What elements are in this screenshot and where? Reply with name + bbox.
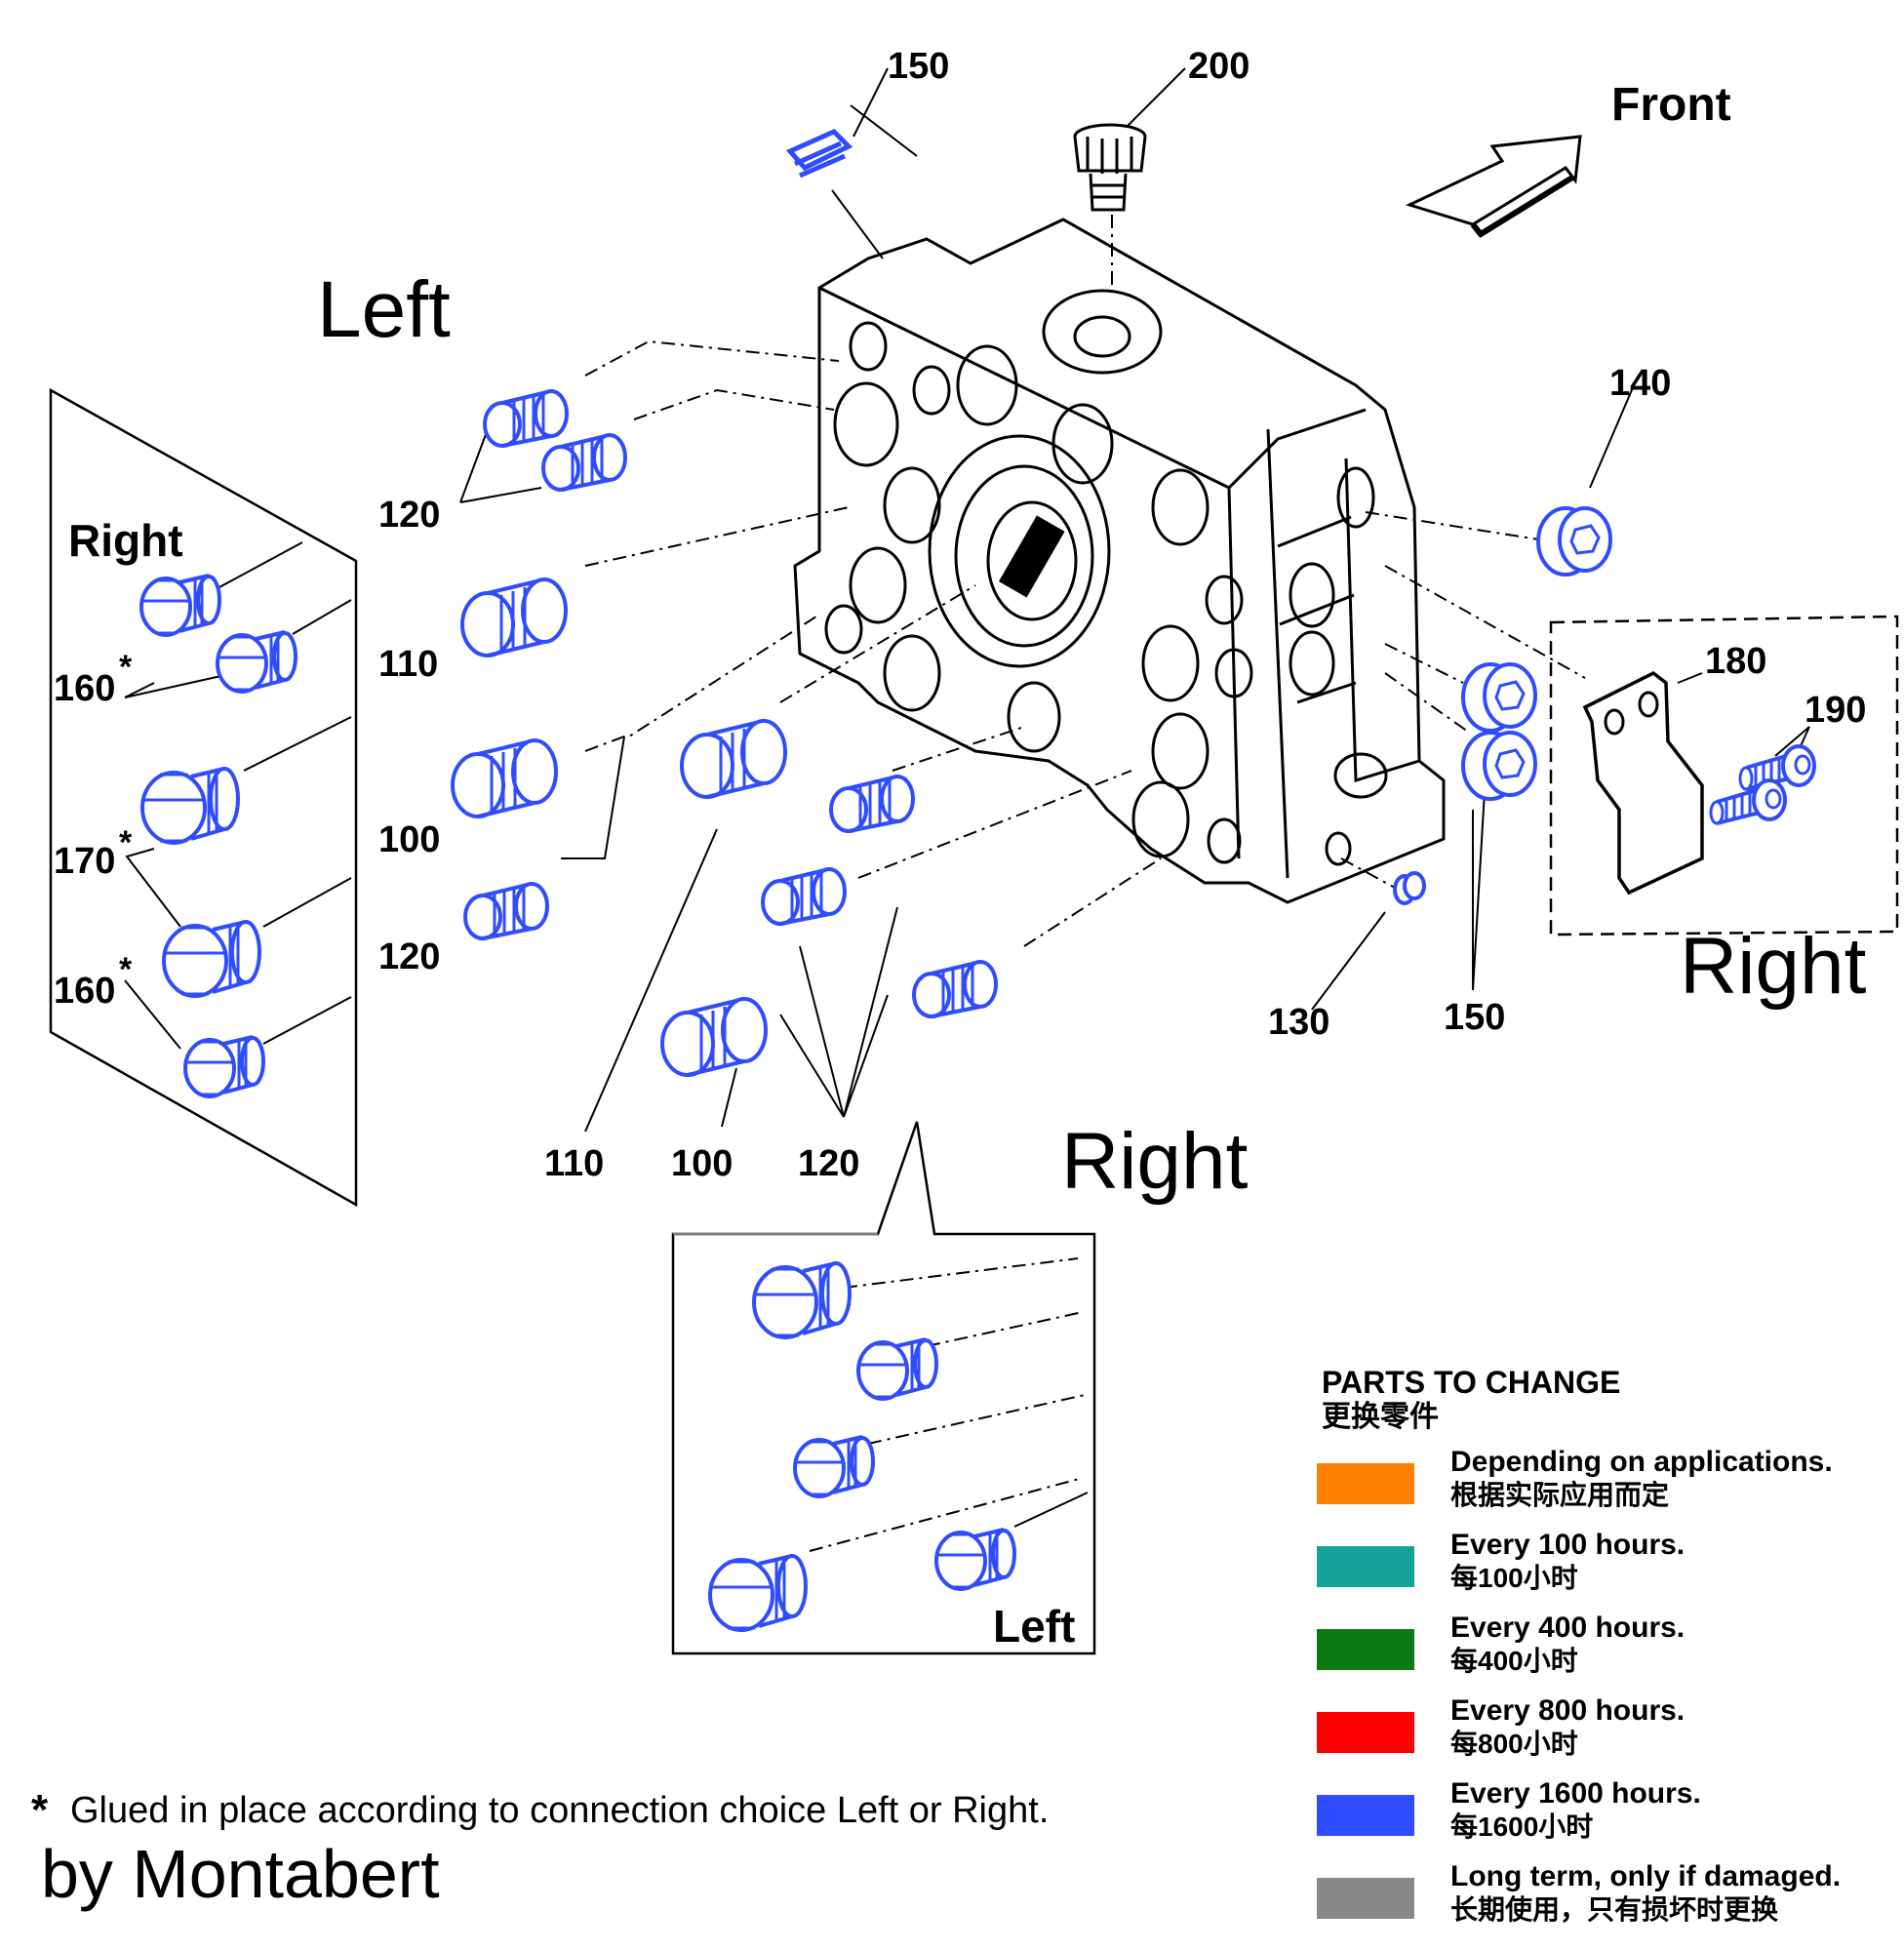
part-number-100: 100 bbox=[671, 1143, 733, 1184]
fitting-icon bbox=[483, 389, 569, 448]
front-arrow-icon bbox=[1405, 135, 1582, 226]
part-number-160: 160 bbox=[54, 668, 115, 709]
view-label-left-inset: Left bbox=[993, 1601, 1075, 1652]
part-number-110: 110 bbox=[378, 644, 438, 685]
plug-icon bbox=[139, 574, 221, 637]
part-number-150: 150 bbox=[1444, 997, 1505, 1038]
legend-label: Every 400 hours. bbox=[1450, 1612, 1685, 1644]
logo-plate-icon bbox=[998, 515, 1065, 598]
fitting-icon bbox=[761, 867, 847, 926]
part-number-130: 130 bbox=[1268, 1002, 1329, 1043]
plug-icon bbox=[183, 1035, 265, 1098]
legend-swatch bbox=[1317, 1712, 1414, 1753]
plug-200-icon bbox=[1073, 123, 1147, 212]
brand-text: by Montabert bbox=[41, 1836, 440, 1912]
legend-swatch bbox=[1317, 1546, 1414, 1587]
manifold-block bbox=[793, 218, 1446, 904]
legend-swatch bbox=[1317, 1795, 1414, 1836]
plug-icon bbox=[856, 1337, 938, 1401]
left-inset-panel bbox=[49, 387, 358, 1208]
legend-label: Depending on applications. bbox=[1450, 1446, 1833, 1478]
legend-swatch bbox=[1317, 1878, 1414, 1919]
legend-title-zh: 更换零件 bbox=[1322, 1401, 1439, 1433]
legend-label-zh: 每400小时 bbox=[1450, 1645, 1578, 1676]
part-number-170: 170 bbox=[54, 841, 115, 882]
plug-icon bbox=[162, 920, 261, 998]
small-plug-icon bbox=[1393, 871, 1426, 905]
legend-label-zh: 每800小时 bbox=[1450, 1728, 1578, 1759]
legend-title: PARTS TO CHANGE bbox=[1322, 1365, 1620, 1400]
legend-swatch bbox=[1317, 1629, 1414, 1670]
view-label-right-center: Right bbox=[1061, 1117, 1249, 1206]
view-label-left-top: Left bbox=[317, 265, 451, 354]
part-number-100: 100 bbox=[378, 819, 440, 860]
fitting-icon bbox=[912, 960, 998, 1018]
asterisk-mark: * bbox=[119, 824, 133, 861]
fitting-icon bbox=[660, 997, 768, 1077]
part-number-180: 180 bbox=[1705, 641, 1766, 682]
part-number-200: 200 bbox=[1188, 46, 1250, 87]
asterisk-mark: * bbox=[119, 649, 133, 686]
plug-icon bbox=[140, 767, 240, 845]
fitting-icon bbox=[829, 775, 915, 833]
asterisk-mark: * bbox=[119, 951, 133, 988]
socket-plug-icon bbox=[1461, 662, 1537, 733]
bracket-icon bbox=[1582, 670, 1704, 896]
part-number-110: 110 bbox=[544, 1143, 604, 1184]
part-number-160: 160 bbox=[54, 971, 115, 1012]
part-number-150: 150 bbox=[888, 46, 949, 87]
bracket-inset-panel bbox=[1549, 615, 1899, 936]
legend-swatch bbox=[1317, 1463, 1414, 1504]
plug-icon bbox=[793, 1435, 875, 1498]
legend-label: Every 800 hours. bbox=[1450, 1694, 1685, 1727]
fitting-icon bbox=[463, 882, 549, 940]
part-number-120: 120 bbox=[378, 936, 440, 977]
plug-icon bbox=[752, 1261, 852, 1339]
leader-lines bbox=[459, 67, 1810, 1133]
legend-label: Every 1600 hours. bbox=[1450, 1777, 1701, 1810]
plug-icon bbox=[216, 630, 298, 694]
view-label-front: Front bbox=[1611, 79, 1731, 131]
legend-label: Long term, only if damaged. bbox=[1450, 1860, 1841, 1892]
footnote-asterisk: * bbox=[31, 1786, 49, 1834]
legend-label-zh: 每1600小时 bbox=[1450, 1811, 1593, 1842]
part-number-120: 120 bbox=[378, 495, 440, 536]
part-number-120: 120 bbox=[798, 1143, 859, 1184]
footnote-text: Glued in place according to connection c… bbox=[70, 1790, 1049, 1831]
fitting-icon bbox=[541, 433, 627, 492]
fitting-icon bbox=[460, 577, 568, 657]
fitting-icon bbox=[451, 738, 558, 818]
legend-label-zh: 每100小时 bbox=[1450, 1562, 1578, 1593]
legend-label-zh: 长期使用，只有损坏时更换 bbox=[1450, 1894, 1779, 1925]
plug-icon bbox=[934, 1528, 1016, 1591]
socket-plug-icon bbox=[1536, 506, 1612, 577]
view-label-right-bracket: Right bbox=[1680, 922, 1867, 1011]
legend-label-zh: 根据实际应用而定 bbox=[1450, 1479, 1669, 1510]
legend-label: Every 100 hours. bbox=[1450, 1529, 1685, 1561]
legend: PARTS TO CHANGE 更换零件 Depending on applic… bbox=[1317, 1365, 1841, 1925]
fitting-icon bbox=[680, 719, 787, 799]
part-number-140: 140 bbox=[1609, 363, 1671, 404]
bottom-inset-panel bbox=[671, 1121, 1096, 1655]
seal-spring-icon bbox=[785, 129, 853, 179]
view-label-right-inset: Right bbox=[68, 515, 183, 566]
part-number-190: 190 bbox=[1805, 690, 1866, 731]
socket-plug-icon bbox=[1461, 731, 1537, 801]
plug-icon bbox=[708, 1554, 808, 1632]
